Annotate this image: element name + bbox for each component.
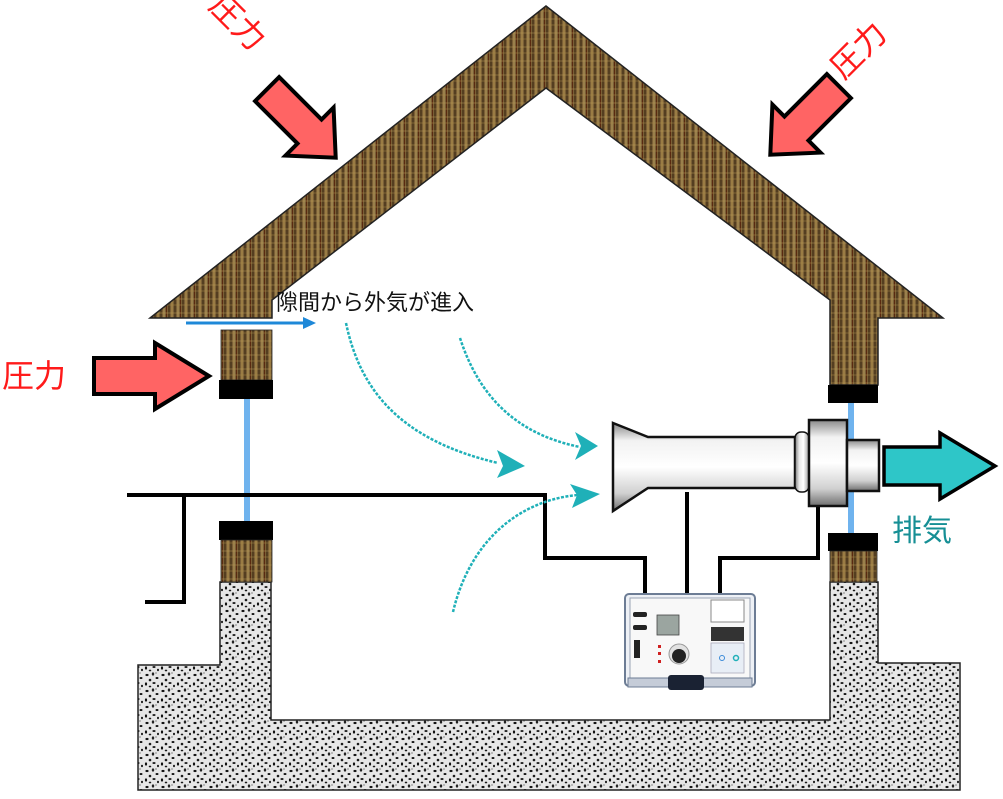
pressure-tubes — [127, 492, 820, 604]
pressure-label-top-left: 圧力 — [202, 0, 274, 58]
meter-handle — [668, 675, 704, 690]
right-wall-lower — [829, 550, 878, 583]
right-sill-lower — [828, 533, 878, 551]
left-wall-upper — [220, 329, 273, 381]
left-window-glass — [244, 399, 250, 521]
airflow-curve-1 — [344, 322, 499, 465]
left-sill-upper — [219, 380, 273, 399]
meter-display — [656, 614, 680, 636]
gap-infiltration-label: 隙間から外気が進入 — [276, 291, 474, 316]
exhaust-label: 排気 — [892, 514, 952, 549]
airflow-curve-2 — [458, 337, 581, 449]
pressure-label-top-right: 圧力 — [822, 14, 894, 86]
pressure-label-left: 圧力 — [2, 357, 66, 395]
foundation — [137, 581, 961, 791]
pressure-arrow-top-right — [768, 71, 854, 157]
pressure-arrow-top-left — [252, 74, 338, 160]
right-sill-upper — [828, 385, 878, 403]
left-wall-lower — [220, 539, 273, 583]
airflow-arrowheads — [497, 432, 600, 508]
left-sill-lower — [219, 521, 273, 540]
roof — [147, 5, 946, 386]
airflow-curve-3 — [451, 493, 579, 613]
gap-arrow — [186, 317, 316, 329]
airflow-arrows — [344, 322, 581, 613]
exhaust-arrow — [882, 429, 999, 503]
pressure-arrow-left — [92, 339, 213, 413]
pressure-meter — [624, 593, 756, 690]
blower-fan — [611, 418, 881, 514]
